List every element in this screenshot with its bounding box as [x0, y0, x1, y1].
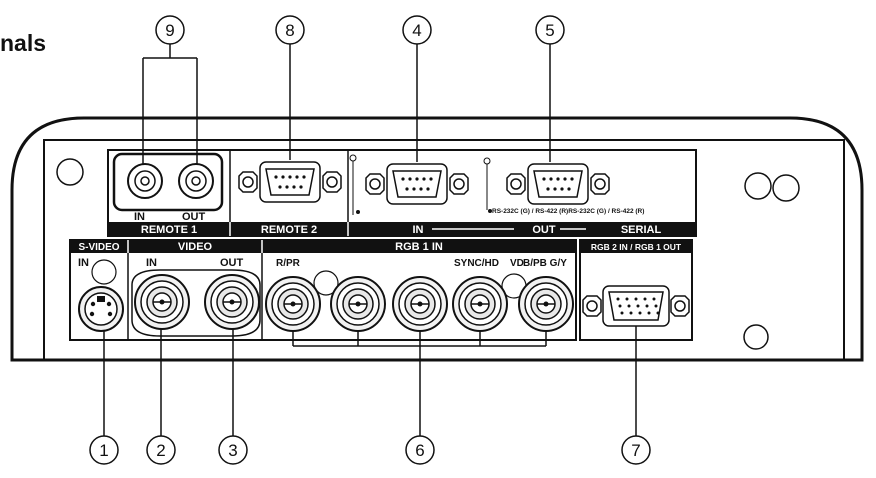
serial-modes-label: RS-232C (G) / RS-422 (R)RS-232C (G) / RS…: [492, 208, 644, 215]
svideo-in-label: IN: [78, 257, 89, 269]
b-pb-g-y-label: B/PB G/Y: [523, 258, 567, 269]
serial-label: SERIAL: [621, 224, 662, 236]
svideo-connector: [78, 286, 124, 332]
callout-7: 7: [621, 435, 651, 465]
svg-text:3: 3: [228, 441, 237, 460]
rgb1-bnc-g: [330, 276, 386, 332]
sync-hd-label: SYNC/HD: [454, 258, 499, 269]
serial-out-label: OUT: [532, 224, 556, 236]
rgb1-bracket: [292, 331, 547, 436]
rgb2in-rgb1out-label: RGB 2 IN / RGB 1 OUT: [591, 242, 682, 252]
callout-6: 6: [405, 435, 435, 465]
callout-1: 1: [89, 435, 119, 465]
leader-lines: [103, 44, 637, 436]
remote1-label: REMOTE 1: [141, 224, 197, 236]
svg-text:4: 4: [412, 21, 421, 40]
callout-2: 2: [146, 435, 176, 465]
rgb1-bnc-vd: [518, 276, 574, 332]
video-in-bnc: [134, 274, 190, 330]
rgb1-bnc-hd: [452, 276, 508, 332]
panel-hole: [772, 174, 800, 202]
rgb1-in-label: RGB 1 IN: [395, 241, 443, 253]
video-bnc-bezel: [131, 269, 261, 337]
remote2-label: REMOTE 2: [261, 224, 317, 236]
remote1-out-jack: [178, 163, 214, 199]
remote1-in-label: IN: [134, 211, 145, 223]
callout-4: 4: [402, 15, 432, 45]
rgb1-bnc-b: [392, 276, 448, 332]
remote1-in-jack: [127, 163, 163, 199]
svg-text:8: 8: [285, 21, 294, 40]
callout-9: 9: [155, 15, 185, 45]
svg-text:7: 7: [631, 441, 640, 460]
serial-in-label: IN: [413, 224, 424, 236]
svg-text:2: 2: [156, 441, 165, 460]
page-title: nals: [0, 30, 47, 56]
callout-8: 8: [275, 15, 305, 45]
svg-text:5: 5: [545, 21, 554, 40]
svideo-label: S-VIDEO: [78, 242, 119, 253]
vd-label: VD: [510, 258, 524, 269]
panel-hole: [56, 158, 84, 186]
video-out-label: OUT: [220, 257, 244, 269]
svg-text:6: 6: [415, 441, 424, 460]
callout-5: 5: [535, 15, 565, 45]
panel-hole: [744, 172, 772, 200]
video-label: VIDEO: [178, 241, 213, 253]
svg-text:1: 1: [99, 441, 108, 460]
video-in-label: IN: [146, 257, 157, 269]
rgb2-dsub15-connector: [582, 285, 690, 327]
video-out-bnc: [204, 274, 260, 330]
remote1-out-label: OUT: [182, 211, 206, 223]
callout-3: 3: [218, 435, 248, 465]
r-pr-label: R/PR: [276, 258, 301, 269]
svg-text:9: 9: [165, 21, 174, 40]
panel-hole: [743, 324, 769, 350]
rgb1-bnc-r: [265, 276, 321, 332]
